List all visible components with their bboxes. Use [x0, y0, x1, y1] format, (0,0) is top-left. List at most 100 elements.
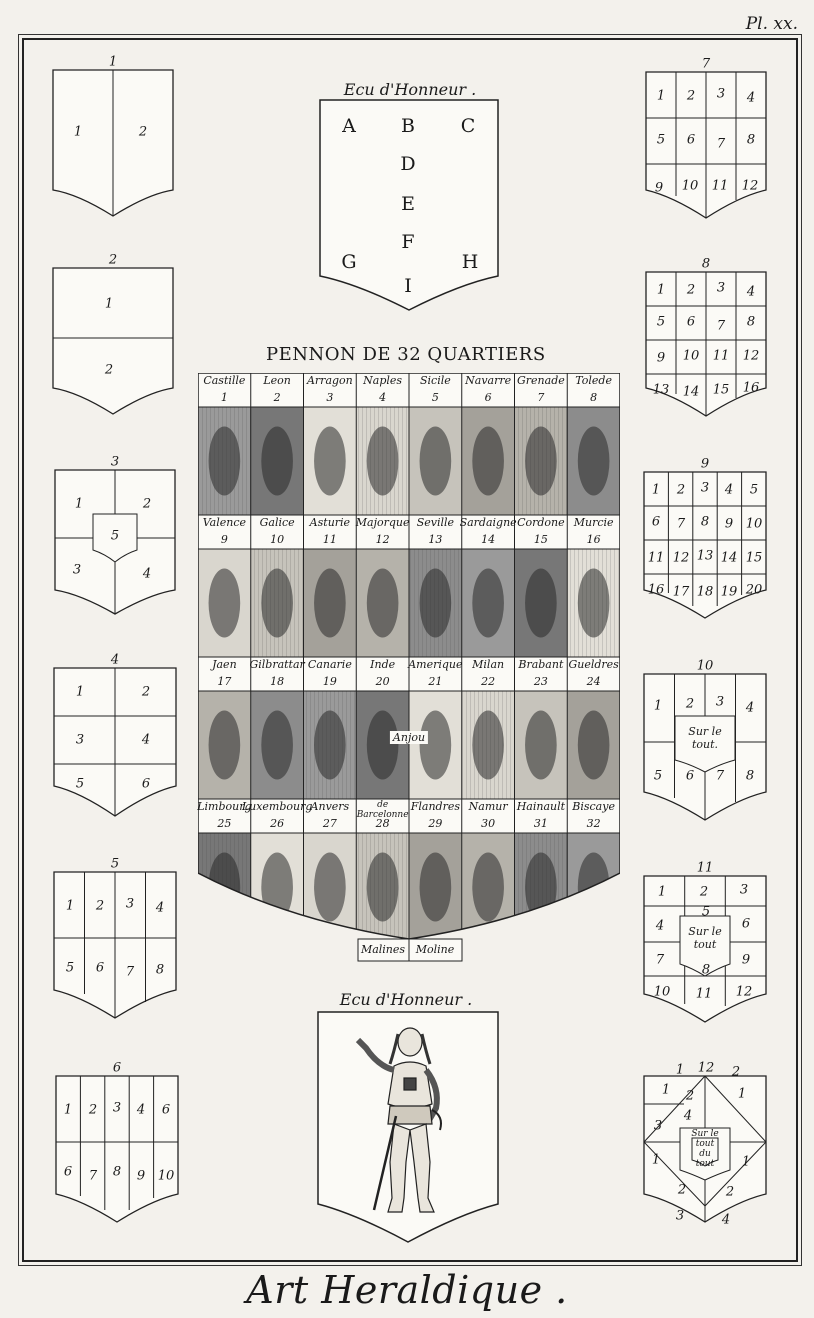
shield-4-label: 4	[111, 653, 119, 668]
shield-12-num: 12	[698, 1061, 715, 1076]
shield-10-num: 1	[654, 699, 662, 714]
shield-11-center: Sur le tout	[683, 925, 727, 951]
shield-9-num: 6	[652, 515, 660, 530]
shield-8-num: 16	[743, 381, 760, 396]
ecu-top-letter-i: I	[404, 275, 412, 297]
pennon-quarter-number: 18	[270, 675, 284, 688]
shield-10-num: 2	[686, 697, 694, 712]
pennon-quarter-emblem	[314, 852, 346, 921]
pennon-title: PENNON DE 32 QUARTIERS	[266, 344, 546, 365]
shield-3-label: 3	[111, 455, 119, 470]
shield-10-label: 10	[697, 659, 714, 674]
shield-8-label: 8	[702, 257, 710, 272]
shield-1-num: 2	[139, 125, 147, 140]
shield-7-num: 6	[687, 133, 695, 148]
pennon-quarter-name: Seville	[417, 516, 454, 529]
pennon-quarter-emblem	[578, 710, 610, 779]
shield-5-label: 5	[111, 857, 119, 872]
pennon-quarter-name: Galice	[260, 516, 295, 529]
pennon-quarter-name: Gueldres	[568, 658, 618, 671]
shield-9-num: 15	[746, 551, 763, 566]
shield-9-num: 11	[648, 551, 665, 566]
pennon-quarter-emblem	[578, 852, 610, 921]
pennon-quarter-name: Navarre	[465, 374, 511, 387]
pennon-quarter-emblem	[314, 568, 346, 637]
pennon-quarter-number: 30	[481, 817, 495, 830]
pennon-quarter-emblem	[525, 426, 557, 495]
pennon-quarter-name: Gilbrattar	[249, 658, 304, 671]
pennon-quarter-name: Sardaigne	[460, 516, 517, 529]
shield-9-num: 1	[652, 483, 660, 498]
shield-12-num: 2	[678, 1183, 686, 1198]
pennon-quarter-name: Majorque	[356, 516, 410, 529]
pennon-quarter-number: 13	[428, 533, 442, 546]
pennon-quarter-name: Tolede	[575, 374, 612, 387]
shield-6-num: 3	[113, 1101, 121, 1116]
shield-11-num: 6	[742, 917, 750, 932]
pennon-quarter-name: Cordone	[517, 516, 565, 529]
pennon-quarter-name: Canarie	[308, 658, 352, 671]
shield-12-num: 1	[662, 1083, 670, 1098]
pennon-quarter-emblem	[472, 710, 504, 779]
pennon-quarter-emblem	[367, 426, 399, 495]
shield-9-num: 8	[701, 515, 709, 530]
shield-11-num: 8	[702, 963, 710, 978]
pennon-quarter-emblem	[420, 568, 452, 637]
shield-12-num: 3	[676, 1209, 684, 1224]
ecu-top-letter-e: E	[401, 193, 415, 215]
shield-12: 1 12 2 1 2 1 3 4 1 1 2 2 3 4 Sur le tout…	[644, 1076, 766, 1224]
pennon-quarter-name: Namur	[469, 800, 508, 813]
shield-2-label: 2	[109, 253, 117, 268]
shield-6-num: 4	[137, 1103, 145, 1118]
shield-5-num: 2	[96, 899, 104, 914]
shield-10-center: Sur le tout.	[685, 725, 725, 751]
pennon-quarter-emblem	[367, 710, 399, 779]
shield-11-num: 1	[658, 885, 666, 900]
shield-8-num: 10	[683, 349, 700, 364]
shield-5-outline	[54, 872, 176, 1020]
shield-1: 1 1 2	[53, 70, 173, 220]
ecu-top-letter-h: H	[462, 251, 479, 273]
plate-caption: Art Heraldique .	[0, 1268, 814, 1312]
pennon-quarter-number: 8	[590, 391, 597, 404]
pennon-quarter-emblem	[525, 568, 557, 637]
shield-8-num: 13	[653, 383, 670, 398]
shield-4-num: 1	[76, 685, 84, 700]
pennon-quarter-number: 1	[221, 391, 228, 404]
shield-5-num: 3	[126, 897, 134, 912]
pennon-quarter-emblem	[472, 852, 504, 921]
shield-5-num: 1	[66, 899, 74, 914]
pennon-quarter-name: Flandres	[411, 800, 460, 813]
shield-12-num: 1	[652, 1153, 660, 1168]
shield-2-num: 2	[105, 363, 113, 378]
pennon-quarter-number: 23	[534, 675, 548, 688]
shield-7: 7 1 2 3 4 5 6 7 8 9 10 11 12	[646, 72, 766, 220]
shield-9-num: 4	[725, 483, 733, 498]
shield-4-num: 3	[76, 733, 84, 748]
pennon-quarter-emblem	[209, 568, 241, 637]
shield-12-num: 3	[654, 1119, 662, 1134]
shield-6-label: 6	[113, 1061, 121, 1076]
pennon-quarter-emblem	[420, 710, 452, 779]
shield-11-num: 9	[742, 953, 750, 968]
shield-3-num: 4	[143, 567, 151, 582]
pennon-quarter-number: 25	[217, 817, 231, 830]
pennon-shield: Castille1Leon2Arragon3Naples4Sicile5Nava…	[198, 373, 620, 963]
pennon-quarter-number: 6	[485, 391, 492, 404]
pennon-quarter-name: Biscaye	[572, 800, 615, 813]
shield-9-num: 12	[673, 551, 690, 566]
shield-7-num: 11	[712, 179, 729, 194]
pennon-quarter-name: Amerique	[408, 658, 462, 671]
pennon-quarter-emblem	[261, 426, 293, 495]
pennon-quarter-name: Inde	[370, 658, 395, 671]
shield-8-num: 11	[713, 349, 730, 364]
shield-11-label: 11	[697, 861, 714, 876]
pennon-quarter-name: Valence	[203, 516, 246, 529]
shield-10-num: 3	[716, 695, 724, 710]
shield-10: 10 1 2 3 4 5 6 7 8 Sur le tout.	[644, 674, 766, 822]
shield-4: 4 1 2 3 4 5 6	[54, 668, 176, 818]
shield-11-num: 4	[656, 919, 664, 934]
shield-11-num: 12	[736, 985, 753, 1000]
pennon-quarter-number: 19	[323, 675, 337, 688]
pennon-quarter-emblem	[209, 852, 241, 921]
